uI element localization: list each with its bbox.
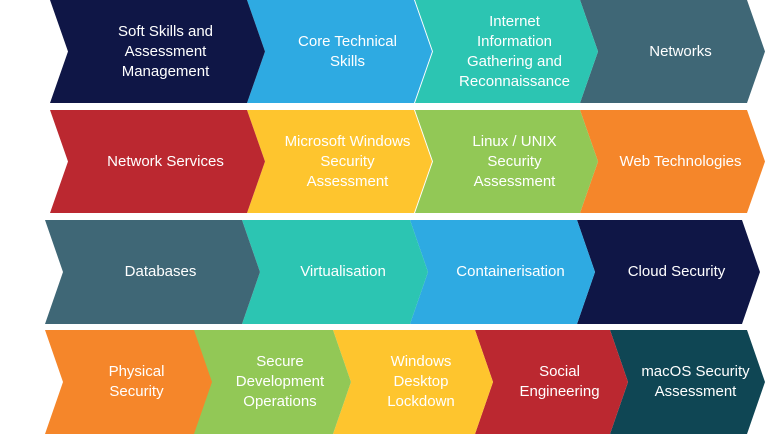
chevron-label: macOS Security Assessment (641, 363, 750, 400)
chevron-cloud-security: Cloud Security (577, 220, 760, 324)
chevron-secure-development-operations: Secure Development Operations (193, 330, 351, 434)
chevron-label: Network Services (107, 152, 224, 170)
chevron-core-technical-skills: Core Technical Skills (247, 0, 432, 103)
chevron-web-technologies: Web Technologies (580, 110, 765, 213)
chevron-network-services: Network Services (50, 110, 265, 213)
chevron-label: Physical Security (108, 363, 165, 400)
chevron-label: Secure Development Operations (235, 353, 325, 410)
chevron-label: Containerisation (456, 263, 565, 280)
chevron-internet-information-gathering-and-reconnaissance: Internet Information Gathering and Recon… (415, 0, 598, 103)
chevron-label: Databases (124, 263, 197, 280)
chevron-label: Core Technical Skills (298, 32, 397, 70)
chevron-label: Cloud Security (627, 263, 726, 280)
chevron-macos-security-assessment: macOS Security Assessment (610, 330, 765, 434)
chevron-soft-skills-and-assessment-management: Soft Skills and Assessment Management (50, 0, 265, 103)
chevron-virtualisation: Virtualisation (242, 220, 428, 324)
chevron-networks: Networks (580, 0, 765, 103)
chevron-physical-security: Physical Security (45, 330, 212, 434)
chevron-label: Microsoft Windows Security Assessment (284, 132, 411, 190)
chevron-label: Web Technologies (619, 152, 742, 170)
chevron-microsoft-windows-security-assessment: Microsoft Windows Security Assessment (247, 110, 432, 213)
chevron-label: Linux / UNIX Security Assessment (472, 132, 557, 190)
chevron-label: Virtualisation (300, 263, 386, 280)
chevron-social-engineering: Social Engineering (475, 330, 628, 434)
chevron-containerisation: Containerisation (410, 220, 595, 324)
chevron-label: Networks (649, 42, 712, 60)
chevron-label: Soft Skills and Assessment Management (117, 22, 214, 80)
chevron-label: Social Engineering (519, 363, 600, 400)
chevron-linux-unix-security-assessment: Linux / UNIX Security Assessment (415, 110, 598, 213)
chevron-databases: Databases (45, 220, 260, 324)
chevron-label: Windows Desktop Lockdown (387, 353, 455, 410)
chevron-windows-desktop-lockdown: Windows Desktop Lockdown (333, 330, 493, 434)
chevron-label: Internet Information Gathering and Recon… (459, 12, 570, 90)
